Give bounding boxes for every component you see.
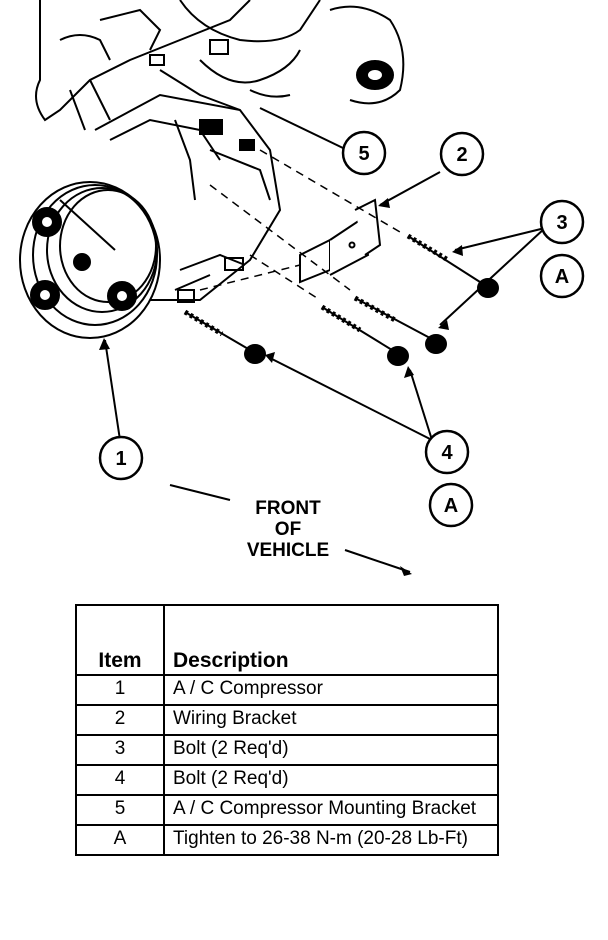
legend-item: 1: [75, 674, 165, 706]
svg-text:1: 1: [115, 448, 126, 470]
alignment-dashes: [199, 149, 401, 301]
front-label-line3: VEHICLE: [246, 540, 330, 561]
engine-block-drawing: [35, 0, 405, 131]
wiring-bracket-drawing: [299, 198, 382, 284]
legend-header-row: Item Description: [75, 604, 499, 676]
callout-3: 3: [539, 199, 585, 245]
legend-description: Wiring Bracket: [163, 704, 499, 736]
legend-table: Item Description 1 A / C Compressor 2 Wi…: [75, 604, 499, 856]
leader-lines: [104, 107, 546, 573]
callout-1: 1: [98, 435, 144, 481]
legend-item: 5: [75, 794, 165, 826]
legend-row: 5 A / C Compressor Mounting Bracket: [75, 794, 499, 826]
legend-description: A / C Compressor: [163, 674, 499, 706]
callout-5: 5: [341, 130, 387, 176]
legend-item: 3: [75, 734, 165, 766]
svg-text:A: A: [555, 266, 569, 288]
legend-item: A: [75, 824, 165, 856]
legend-description: Bolt (2 Req'd): [163, 764, 499, 796]
svg-text:5: 5: [358, 143, 369, 165]
front-of-vehicle-label: FRONT OF VEHICLE: [228, 498, 348, 561]
legend-row: 4 Bolt (2 Req'd): [75, 764, 499, 796]
svg-text:3: 3: [556, 212, 567, 234]
legend-item: 4: [75, 764, 165, 796]
legend-header-description: Description: [163, 604, 499, 676]
svg-text:4: 4: [441, 442, 453, 464]
legend-row: 3 Bolt (2 Req'd): [75, 734, 499, 766]
arrowheads: [99, 198, 463, 576]
legend-header-item: Item: [75, 604, 165, 676]
callout-4: 4: [424, 429, 470, 475]
front-label-line2: OF: [274, 519, 302, 540]
callout-2: 2: [439, 131, 485, 177]
legend-description: A / C Compressor Mounting Bracket: [163, 794, 499, 826]
legend-row: 1 A / C Compressor: [75, 674, 499, 706]
callout-a-lower: A: [428, 482, 474, 528]
front-label-line1: FRONT: [255, 498, 321, 519]
ac-compressor-exploded-diagram: 1 2 3 A 4 A 5: [19, 0, 585, 576]
legend-item: 2: [75, 704, 165, 736]
compressor-pulley-drawing: [19, 181, 161, 339]
bolts-drawing: [183, 233, 499, 366]
callout-a-upper: A: [539, 253, 585, 299]
svg-text:2: 2: [456, 144, 467, 166]
legend-row: 2 Wiring Bracket: [75, 704, 499, 736]
svg-text:A: A: [444, 495, 458, 517]
legend-row: A Tighten to 26-38 N-m (20-28 Lb-Ft): [75, 824, 499, 856]
legend-description: Bolt (2 Req'd): [163, 734, 499, 766]
compressor-body-drawing: [94, 93, 282, 303]
legend-description: Tighten to 26-38 N-m (20-28 Lb-Ft): [163, 824, 499, 856]
